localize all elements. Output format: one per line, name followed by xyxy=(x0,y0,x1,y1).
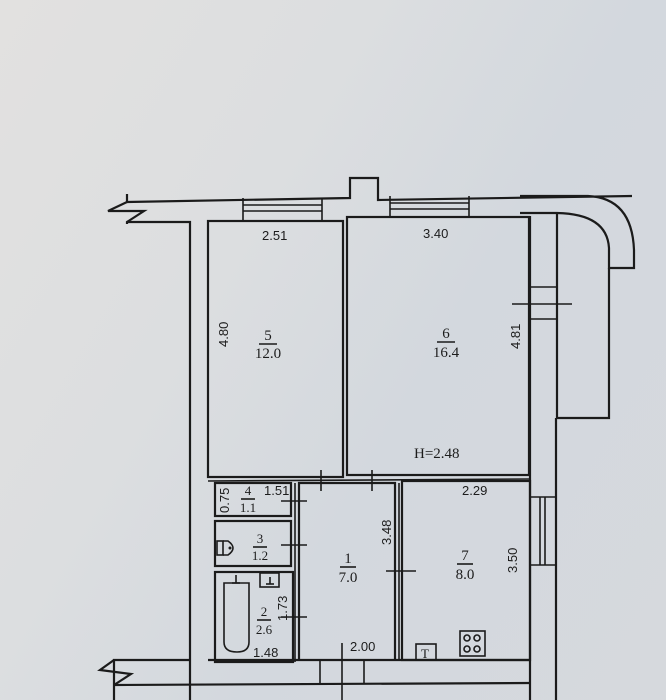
room-label-2: 2 2.6 xyxy=(256,604,273,637)
ceiling-height: H=2.48 xyxy=(414,446,460,462)
svg-text:1: 1 xyxy=(344,551,352,567)
room-4 xyxy=(213,481,293,518)
stove-icon xyxy=(459,630,486,657)
svg-text:16.4: 16.4 xyxy=(433,345,460,361)
window-room6 xyxy=(389,196,470,218)
room-label-1: 1 7.0 xyxy=(339,551,358,586)
room-label-3: 3 1.2 xyxy=(252,531,268,563)
svg-text:1.1: 1.1 xyxy=(240,500,256,515)
water-heater-icon: Т xyxy=(415,643,437,661)
svg-text:3: 3 xyxy=(257,531,264,546)
svg-text:1.48: 1.48 xyxy=(253,645,278,660)
svg-text:7.0: 7.0 xyxy=(339,570,358,586)
window-room5 xyxy=(242,198,323,220)
sink-icon xyxy=(259,572,280,588)
room-label-4: 4 1.1 xyxy=(240,483,256,515)
svg-text:2.00: 2.00 xyxy=(350,639,375,654)
bottom-walls xyxy=(97,643,531,700)
svg-text:3.50: 3.50 xyxy=(505,548,520,573)
svg-text:12.0: 12.0 xyxy=(255,346,281,362)
svg-text:3.48: 3.48 xyxy=(379,520,394,545)
svg-text:0.75: 0.75 xyxy=(217,488,232,513)
door-marks xyxy=(281,470,416,618)
room-label-7: 7 8.0 xyxy=(456,548,475,583)
toilet-icon xyxy=(216,540,234,556)
svg-text:2: 2 xyxy=(261,604,268,619)
exterior-walls xyxy=(107,176,636,700)
svg-text:1.2: 1.2 xyxy=(252,548,268,563)
svg-text:3.40: 3.40 xyxy=(423,226,448,241)
svg-text:1.73: 1.73 xyxy=(275,596,290,621)
svg-text:6: 6 xyxy=(442,326,450,342)
room-label-6: 6 16.4 xyxy=(433,326,460,361)
svg-text:1.51: 1.51 xyxy=(264,483,289,498)
svg-text:5: 5 xyxy=(264,328,272,344)
bathtub-icon xyxy=(223,575,250,653)
room-3 xyxy=(213,519,293,568)
svg-text:4: 4 xyxy=(245,483,252,498)
svg-text:4.80: 4.80 xyxy=(216,322,231,347)
svg-text:2.29: 2.29 xyxy=(462,483,487,498)
window-room7 xyxy=(530,496,556,566)
svg-text:7: 7 xyxy=(461,548,469,564)
room-6 xyxy=(345,215,531,477)
dimension-labels: 2.51 3.40 4.80 4.81 1.51 0.75 3.48 1.73 … xyxy=(216,226,523,660)
room-label-5: 5 12.0 xyxy=(255,328,281,362)
svg-text:Т: Т xyxy=(421,646,429,661)
balcony-door xyxy=(512,286,572,320)
svg-text:4.81: 4.81 xyxy=(508,324,523,349)
room-5 xyxy=(206,219,345,479)
svg-text:8.0: 8.0 xyxy=(456,567,475,583)
svg-text:2.51: 2.51 xyxy=(262,228,287,243)
svg-text:2.6: 2.6 xyxy=(256,622,273,637)
